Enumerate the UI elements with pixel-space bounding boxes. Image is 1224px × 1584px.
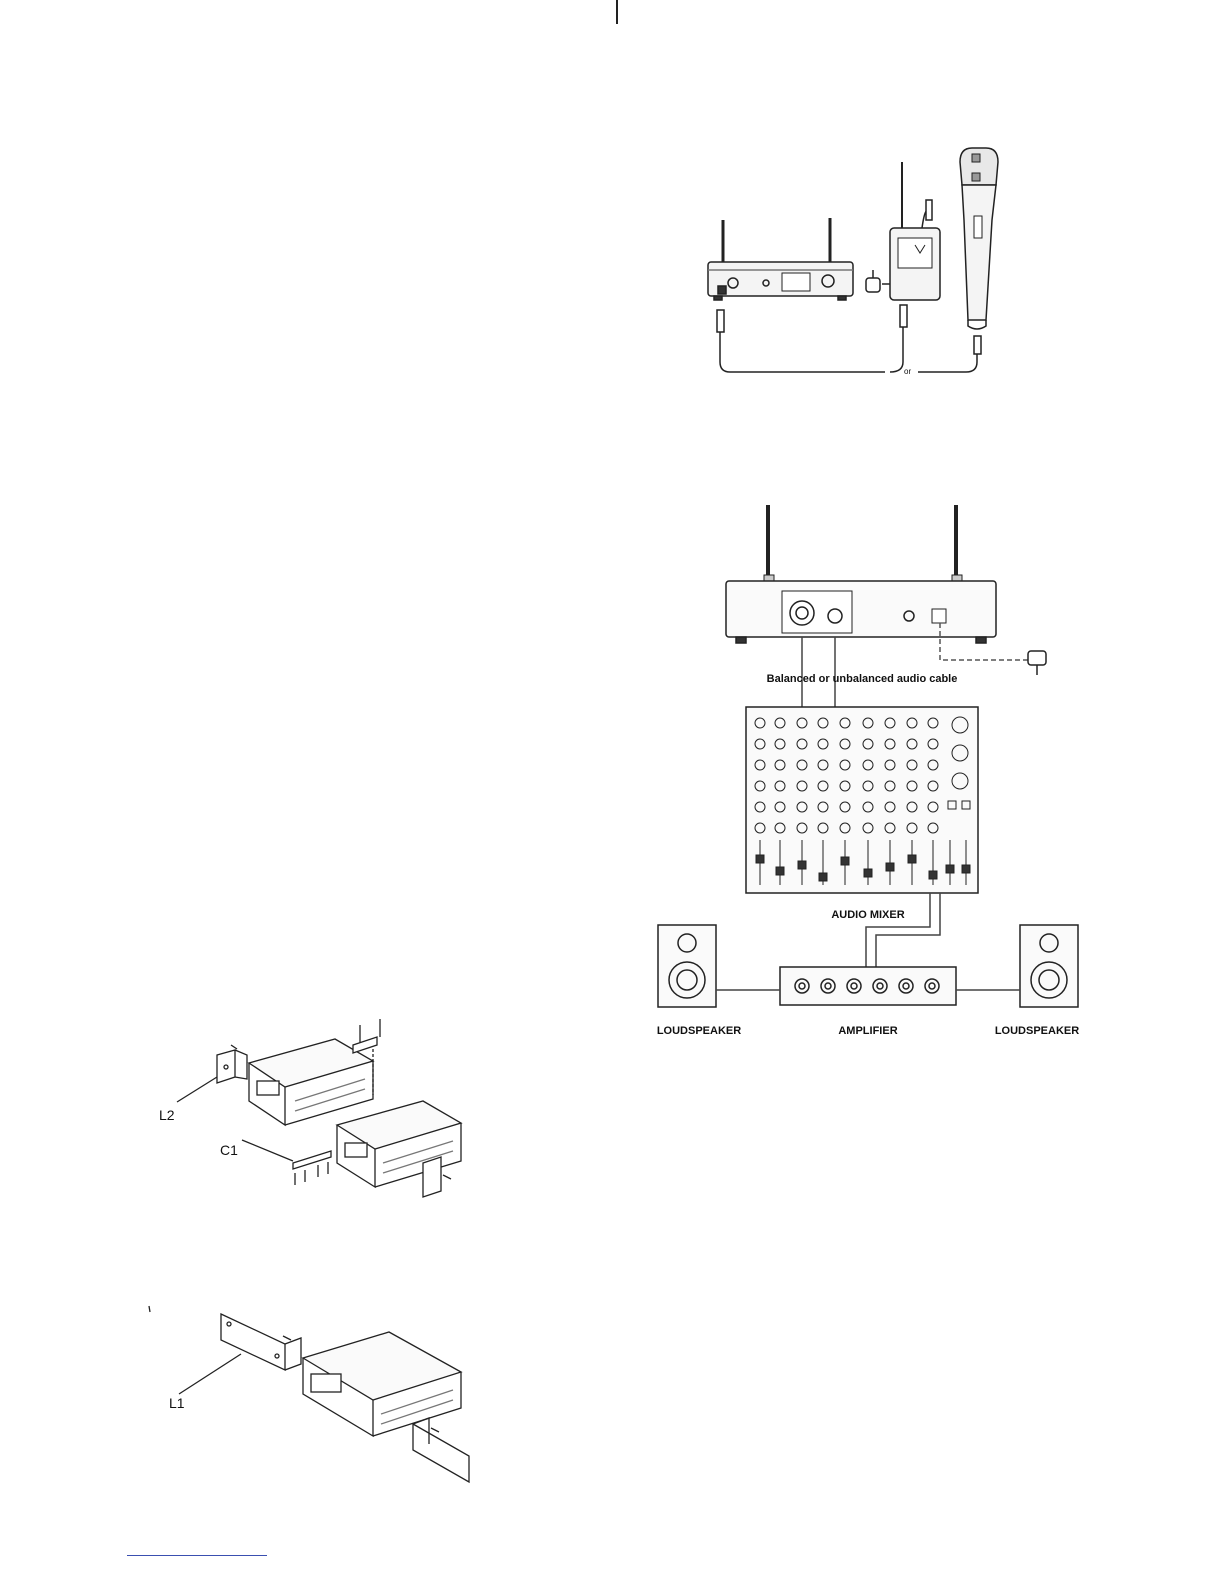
amplifier — [780, 967, 956, 1005]
mixer-diagram: Balanced or unbalanced audio cable AUDIO… — [640, 495, 1090, 1045]
right-loudspeaker — [956, 925, 1078, 1007]
bracket-l2 — [217, 1045, 247, 1083]
audio-mixer — [746, 707, 978, 893]
receiver-unit-single — [303, 1332, 461, 1436]
right-speaker-label: LOUDSPEAKER — [995, 1025, 1079, 1037]
footer-link-underline — [127, 1555, 267, 1556]
receiver-cable — [717, 310, 885, 372]
bracket-right — [423, 1157, 451, 1197]
label-l2: L2 — [159, 1107, 175, 1123]
margin-mark — [149, 1306, 150, 1312]
rack-mount-dual-diagram: L2 C1 — [155, 1015, 465, 1210]
bracket-right-long — [413, 1418, 469, 1482]
bracket-l1 — [221, 1314, 301, 1370]
mixer-label: AUDIO MIXER — [831, 909, 904, 921]
top-divider — [616, 0, 618, 24]
left-loudspeaker — [658, 925, 780, 1007]
left-speaker-label: LOUDSPEAKER — [657, 1025, 741, 1037]
or-label: or — [904, 367, 911, 376]
bodypack-cable — [890, 305, 907, 372]
receiver-unit — [708, 218, 853, 300]
receiver-unit-lower — [337, 1101, 461, 1187]
cable-label: Balanced or unbalanced audio cable — [767, 673, 958, 685]
receiver-rear-panel — [726, 505, 1046, 675]
label-l1: L1 — [169, 1395, 185, 1411]
leader-l2 — [177, 1077, 217, 1102]
leader-c1 — [242, 1140, 293, 1161]
rack-mount-single-diagram: L1 — [145, 1300, 475, 1490]
leader-l1 — [179, 1354, 241, 1394]
bodypack-transmitter — [866, 162, 940, 300]
amplifier-label: AMPLIFIER — [838, 1025, 897, 1037]
connection-diagram: or — [690, 140, 1030, 385]
connector-bracket-c1 — [293, 1151, 331, 1185]
label-c1: C1 — [220, 1142, 238, 1158]
